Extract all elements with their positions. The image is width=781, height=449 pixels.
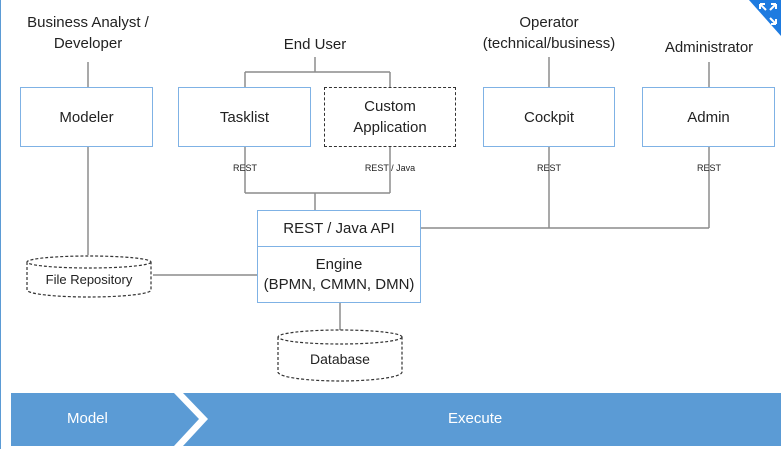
role-operator-line1: Operator	[519, 14, 579, 31]
connector-label-admin: REST	[696, 163, 721, 173]
connector-label-custom-app: REST / Java	[364, 163, 416, 173]
custom-app-line2: Application	[353, 119, 427, 136]
modeler-box: Modeler	[20, 87, 153, 147]
connector-label-tasklist: REST	[232, 163, 257, 173]
engine-box: Engine (BPMN, CMMN, DMN)	[257, 246, 421, 303]
phase-execute-label: Execute	[448, 410, 503, 427]
engine-subtitle: (BPMN, CMMN, DMN)	[263, 275, 415, 293]
cockpit-box: Cockpit	[483, 87, 615, 147]
rest-java-api-box: REST / Java API	[257, 210, 421, 247]
admin-box: Admin	[642, 87, 775, 147]
role-administrator: Administrator	[664, 39, 754, 56]
database-cylinder	[277, 329, 403, 382]
custom-app-line1: Custom	[364, 98, 416, 115]
tasklist-box: Tasklist	[178, 87, 311, 147]
expand-arrows-icon[interactable]	[729, 0, 781, 36]
connector-label-cockpit: REST	[536, 163, 561, 173]
role-analyst-line2: Developer	[53, 35, 123, 52]
database-label: Database	[310, 351, 370, 367]
role-end-user: End User	[283, 36, 347, 53]
phase-model-chevron	[11, 393, 199, 446]
role-operator: Operator (technical/business)	[469, 12, 629, 54]
file-repository-label: File Repository	[45, 272, 133, 287]
role-business-analyst: Business Analyst / Developer	[9, 12, 167, 54]
role-operator-line2: (technical/business)	[482, 35, 616, 52]
custom-application-box: Custom Application	[324, 87, 456, 147]
phase-execute-chevron	[183, 393, 781, 446]
engine-title: Engine	[315, 255, 363, 273]
file-repository-cylinder	[26, 255, 152, 298]
role-analyst-line1: Business Analyst /	[27, 14, 149, 31]
phase-bar	[11, 393, 781, 446]
phase-model-label: Model	[67, 410, 108, 427]
